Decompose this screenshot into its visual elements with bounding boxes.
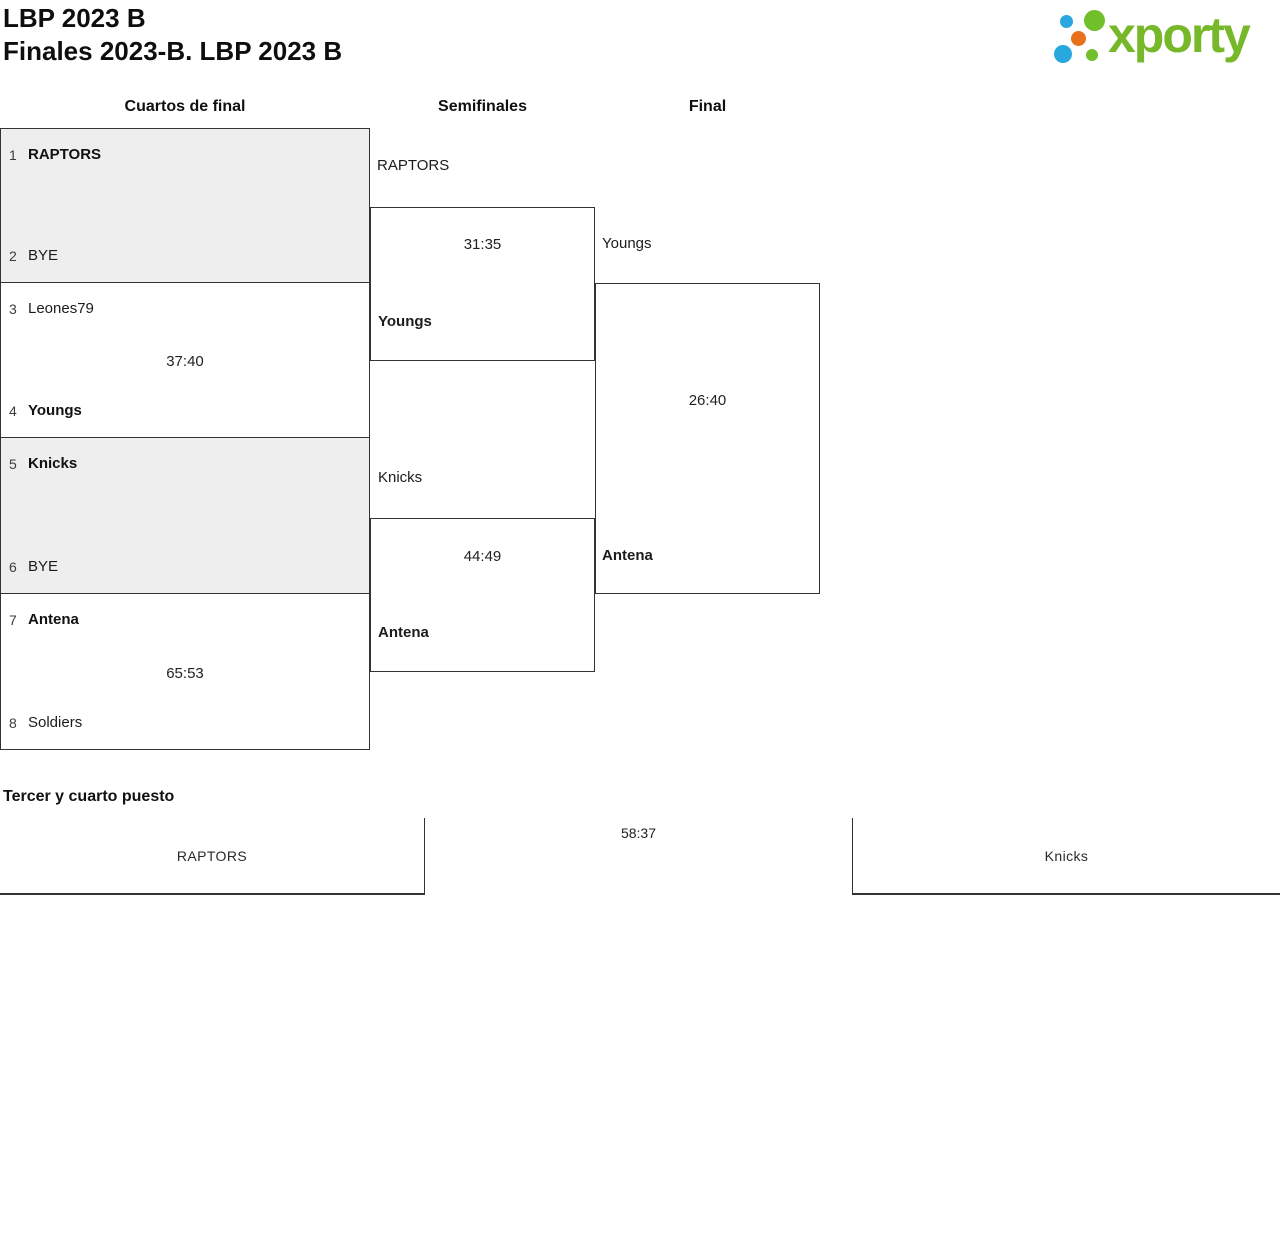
logo-dot-blue-small-icon: [1060, 15, 1073, 28]
round-header-quarterfinals: Cuartos de final: [124, 98, 246, 115]
team-name: BYE: [28, 558, 59, 575]
team-name: Leones79: [28, 300, 94, 317]
match-quarterfinal-3[interactable]: 5 Knicks 6 BYE: [0, 437, 370, 594]
team-name[interactable]: Antena: [602, 547, 653, 564]
third-place-match-right[interactable]: Knicks: [852, 818, 1280, 895]
seed-number: 7: [9, 612, 17, 628]
match-row: 6 BYE: [9, 558, 59, 576]
team-name[interactable]: Youngs: [602, 235, 652, 252]
match-row: 5 Knicks: [9, 455, 78, 473]
match-row: 1 RAPTORS: [9, 146, 102, 164]
third-place-match-left[interactable]: RAPTORS: [0, 818, 425, 895]
tournament-title: LBP 2023 B: [3, 3, 146, 33]
tournament-subtitle: Finales 2023-B. LBP 2023 B: [3, 36, 343, 66]
match-semifinal-2[interactable]: [370, 518, 595, 672]
match-score: 58:37: [620, 825, 657, 841]
match-final[interactable]: [595, 283, 820, 594]
team-name[interactable]: Youngs: [378, 313, 432, 330]
match-score: 26:40: [688, 392, 727, 409]
team-name: Youngs: [28, 402, 82, 419]
match-score: 31:35: [463, 236, 502, 253]
seed-number: 4: [9, 403, 17, 419]
team-name[interactable]: Knicks: [378, 469, 423, 486]
team-name: Antena: [28, 611, 79, 628]
logo-dot-blue-large-icon: [1054, 45, 1072, 63]
third-place-title: Tercer y cuarto puesto: [3, 788, 175, 805]
xporty-logo-text: xporty: [1108, 7, 1251, 63]
team-name[interactable]: RAPTORS: [377, 157, 450, 174]
team-name: Knicks: [28, 455, 78, 472]
logo-dot-green-small-icon: [1086, 49, 1098, 61]
seed-number: 5: [9, 456, 17, 472]
team-name[interactable]: Antena: [378, 624, 429, 641]
match-row: 8 Soldiers: [9, 714, 83, 732]
match-quarterfinal-4[interactable]: 7 Antena 8 Soldiers: [0, 593, 370, 750]
seed-number: 3: [9, 301, 17, 317]
team-name: RAPTORS: [28, 146, 102, 163]
match-row: 7 Antena: [9, 611, 79, 629]
match-row: 3 Leones79: [9, 300, 94, 318]
logo-dot-green-large-icon: [1084, 10, 1105, 31]
match-score: 37:40: [166, 353, 204, 370]
round-header-semifinals: Semifinales: [438, 98, 527, 115]
match-row: 4 Youngs: [9, 402, 82, 420]
logo-dot-orange-icon: [1071, 31, 1086, 46]
team-name: RAPTORS: [176, 847, 248, 864]
seed-number: 1: [9, 147, 17, 163]
match-score: 44:49: [463, 548, 502, 565]
team-name: Knicks: [1044, 847, 1089, 864]
round-header-final: Final: [688, 98, 727, 115]
match-score: 65:53: [166, 665, 204, 682]
seed-number: 8: [9, 715, 17, 731]
match-row: 2 BYE: [9, 247, 59, 265]
team-name: Soldiers: [28, 714, 83, 731]
team-name: BYE: [28, 247, 59, 264]
seed-number: 6: [9, 559, 17, 575]
match-quarterfinal-1[interactable]: 1 RAPTORS 2 BYE: [0, 128, 370, 283]
match-quarterfinal-2[interactable]: 3 Leones79 4 Youngs: [0, 282, 370, 438]
seed-number: 2: [9, 248, 17, 264]
header: LBP 2023 B Finales 2023-B. LBP 2023 B: [3, 2, 342, 68]
match-semifinal-1[interactable]: [370, 207, 595, 361]
